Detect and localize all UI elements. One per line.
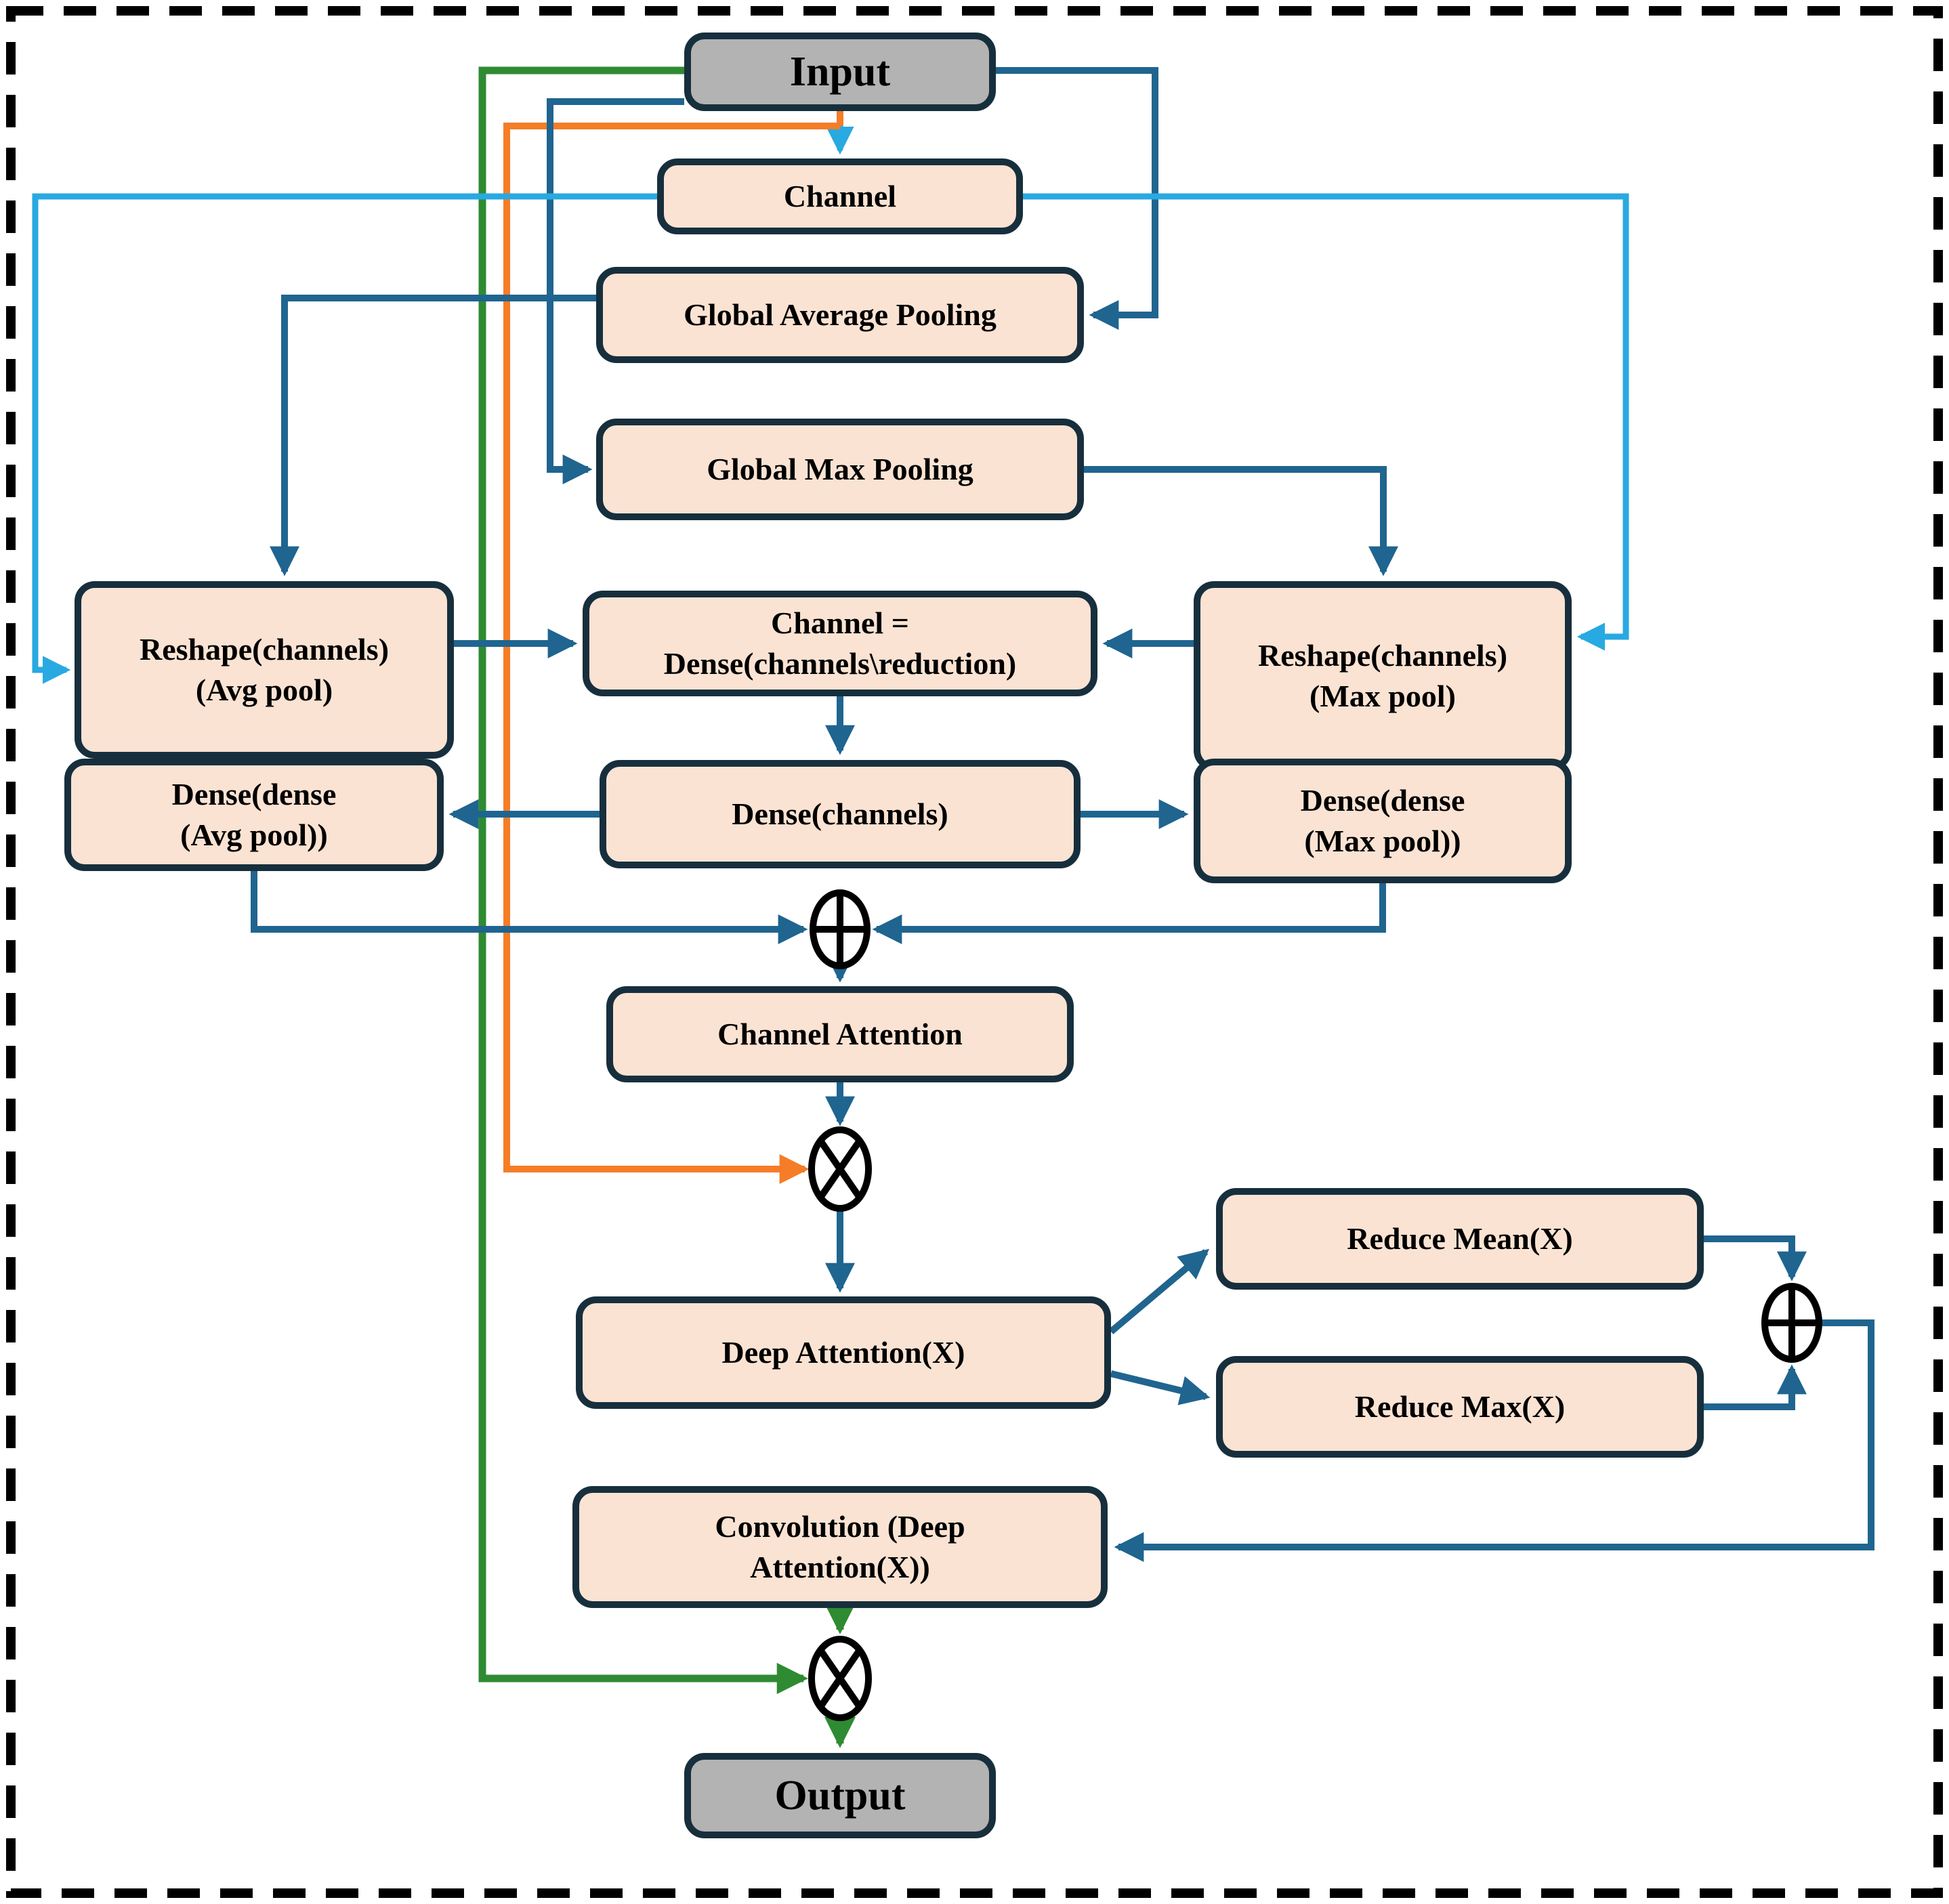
node-dense-max: Dense(dense (Max pool)) xyxy=(1194,759,1572,883)
node-channel-attention-label: Channel Attention xyxy=(717,1017,963,1052)
node-reshape-avg: Reshape(channels) (Avg pool) xyxy=(75,581,454,759)
node-reshape-max-label: Reshape(channels) (Max pool) xyxy=(1257,638,1508,713)
node-dense-channels: Dense(channels) xyxy=(600,760,1081,868)
edge-add2-to-convolution xyxy=(1114,1319,1874,1563)
circle-times-icon xyxy=(808,1126,872,1212)
edge-deep-attention-to-reduce-max xyxy=(1110,1370,1211,1405)
edge-channel-to-reshape-avg xyxy=(32,193,657,684)
edge-channel-to-reshape-max xyxy=(1023,193,1629,651)
node-global-max-pooling: Global Max Pooling xyxy=(596,419,1084,520)
node-dense-max-label: Dense(dense (Max pool)) xyxy=(1300,783,1465,858)
node-dense-avg: Dense(dense (Avg pool)) xyxy=(64,759,444,871)
node-reshape-max: Reshape(channels) (Max pool) xyxy=(1194,581,1572,771)
node-channel-attention: Channel Attention xyxy=(606,986,1074,1082)
node-input-label: Input xyxy=(789,48,891,95)
edge-gmp-to-reshape-max xyxy=(1084,466,1399,576)
node-reduce-mean-label: Reduce Mean(X) xyxy=(1347,1221,1573,1256)
circle-times-icon xyxy=(808,1636,872,1721)
node-output: Output xyxy=(684,1753,996,1838)
edge-input-to-multiply2-green xyxy=(478,66,808,1695)
node-input: Input xyxy=(684,33,996,111)
node-reshape-avg-label: Reshape(channels) (Avg pool) xyxy=(139,632,390,707)
node-reduce-max: Reduce Max(X) xyxy=(1216,1356,1704,1458)
edge-dense-avg-to-add1 xyxy=(251,871,808,945)
edge-gap-to-reshape-avg xyxy=(269,295,596,576)
edge-input-to-multiply1-orange xyxy=(503,123,840,1185)
node-global-max-pooling-label: Global Max Pooling xyxy=(707,452,973,487)
node-reduce-mean: Reduce Mean(X) xyxy=(1216,1188,1704,1290)
node-channel-label: Channel xyxy=(783,179,897,214)
outer-dashed-border xyxy=(6,6,1943,1898)
edge-input-to-gmp xyxy=(547,98,684,485)
edge-deep-attention-to-reduce-mean xyxy=(1108,1248,1210,1334)
node-deep-attention-label: Deep Attention(X) xyxy=(721,1335,965,1370)
node-global-average-pooling: Global Average Pooling xyxy=(596,267,1084,363)
node-convolution: Convolution (Deep Attention(X)) xyxy=(572,1486,1108,1608)
node-reduce-max-label: Reduce Max(X) xyxy=(1354,1389,1566,1424)
node-global-average-pooling-label: Global Average Pooling xyxy=(684,297,997,333)
node-channel: Channel xyxy=(657,158,1023,234)
node-dense-avg-label: Dense(dense (Avg pool)) xyxy=(171,777,337,852)
edge-reduce-mean-to-add2 xyxy=(1704,1235,1807,1282)
node-convolution-label: Convolution (Deep Attention(X)) xyxy=(715,1509,965,1584)
circle-plus-icon xyxy=(810,889,871,969)
edge-dense-max-to-add1 xyxy=(872,883,1386,945)
edge-input-to-gap xyxy=(996,67,1158,331)
node-channel-dense-label: Channel = Dense(channels\reduction) xyxy=(663,606,1017,681)
node-channel-dense: Channel = Dense(channels\reduction) xyxy=(583,591,1097,696)
edge-reduce-max-to-add2 xyxy=(1704,1364,1807,1410)
node-dense-channels-label: Dense(channels) xyxy=(732,797,948,832)
circle-plus-icon xyxy=(1761,1283,1822,1363)
node-deep-attention: Deep Attention(X) xyxy=(576,1296,1111,1409)
node-output-label: Output xyxy=(774,1772,906,1819)
